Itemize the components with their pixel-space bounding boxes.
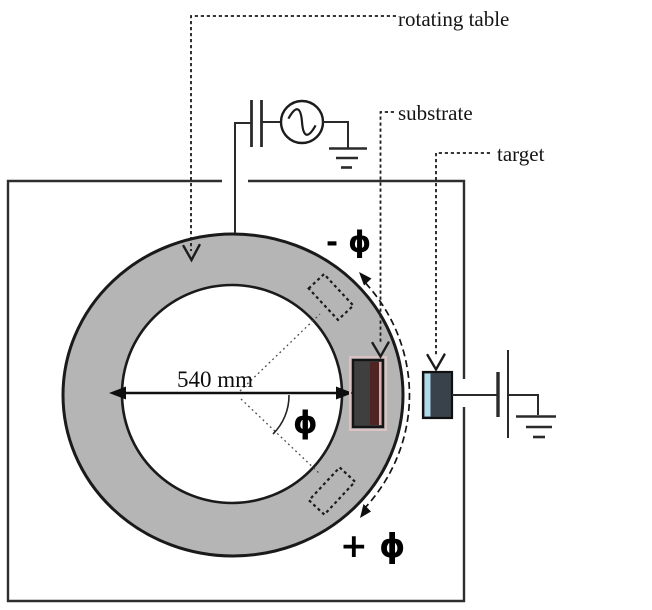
substrate-halo (349, 356, 387, 431)
vacuum-chamber (6, 179, 466, 603)
ac-ground-wire (323, 121, 349, 148)
rotation-arrowhead-down (360, 504, 371, 518)
radius-line-lower (240, 398, 321, 475)
diameter-arrowhead-right (336, 386, 353, 400)
leader-rotating-table (190, 15, 396, 251)
target-block (421, 370, 454, 420)
radius-line-upper (239, 313, 321, 392)
leader-substrate (379, 111, 394, 342)
substrate-highlight (379, 362, 382, 425)
table-feed-wire (234, 122, 251, 233)
leader-arrow-rotating-table (182, 243, 201, 263)
diameter-label: 540 mm (177, 367, 253, 392)
diameter-arrowhead-left (109, 386, 126, 400)
ac-source-icon (279, 99, 325, 145)
label-phi: ϕ (293, 405, 318, 441)
substrate-stripe (370, 362, 379, 425)
label-rotating-table: rotating table (398, 7, 509, 31)
target-face (424, 373, 431, 417)
substrate-position-lower (307, 465, 357, 517)
label-minus-phi: - ϕ (326, 225, 371, 259)
phi-angle-arc (272, 394, 290, 435)
label-substrate: substrate (398, 101, 473, 125)
rotation-arrowhead-up (359, 272, 372, 286)
ground-symbol-left (329, 147, 367, 169)
label-target: target (497, 142, 545, 166)
sine-wave-icon (287, 108, 317, 136)
leader-target (435, 152, 490, 355)
rotation-arc (361, 282, 411, 512)
leader-arrow-target (426, 353, 446, 372)
dc-source-icon (496, 350, 509, 438)
capacitor-icon (250, 100, 263, 147)
label-plus-phi: + ϕ (340, 526, 405, 565)
battery-ground-wire (508, 394, 539, 415)
leader-arrow-substrate (371, 341, 390, 359)
substrate-holder (349, 356, 387, 431)
substrate-position-upper (307, 272, 355, 322)
ground-symbol-right (516, 415, 556, 439)
